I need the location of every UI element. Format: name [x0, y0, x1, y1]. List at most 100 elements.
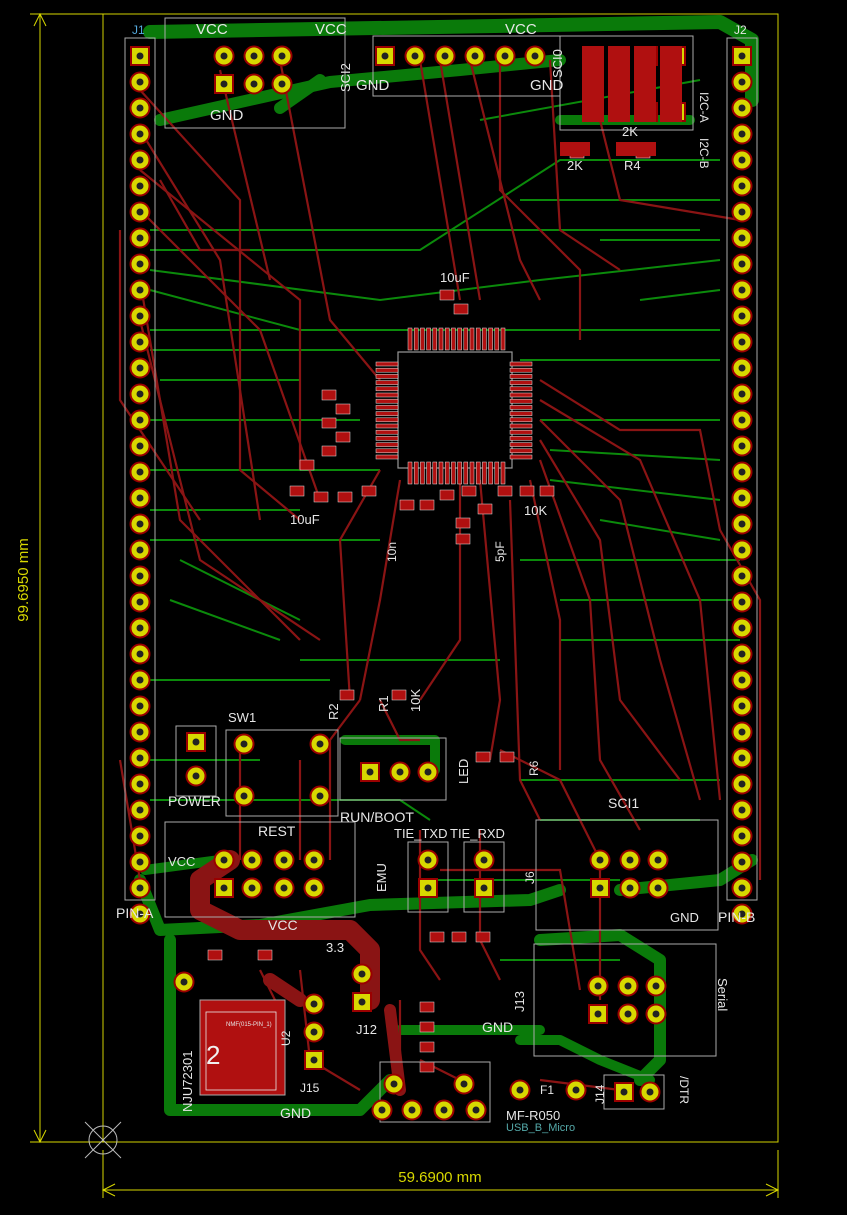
pin-b-pad-hole [738, 832, 746, 840]
pin-a-pad-hole [136, 494, 144, 502]
label-njm: NJU72301 [180, 1051, 195, 1112]
smd-passive [207, 949, 223, 961]
j12-pad-hole [358, 998, 366, 1006]
pin-a-pad-hole [136, 52, 144, 60]
smd-passive [439, 489, 455, 501]
mcu-pin-bottom [426, 461, 431, 485]
smd-passive [335, 431, 351, 443]
regulator-outline [205, 1011, 277, 1091]
smd-passive [429, 931, 445, 943]
label-serial: Serial [715, 978, 730, 1011]
smd-passive [339, 689, 355, 701]
mcu-pin-right [509, 442, 533, 447]
usb-pad-hole [378, 1106, 386, 1114]
mcu-pin-left [375, 454, 399, 460]
smd-passive [399, 499, 415, 511]
top-traces [118, 59, 762, 1092]
pin-a-pad-hole [136, 208, 144, 216]
label-vcc-bottom: VCC [268, 917, 298, 933]
mcu-pin-bottom [488, 461, 493, 485]
smd-passive [361, 485, 377, 497]
mcu-pin-top [407, 327, 413, 351]
smd-passive [455, 533, 471, 545]
smd-passive [475, 751, 491, 763]
sci1-pad-hole [596, 856, 604, 864]
mcu-pin-right [509, 374, 533, 379]
mcu-pin-right [509, 361, 533, 367]
emu-pad-hole [220, 856, 228, 864]
tie-txd-pad-hole [424, 856, 432, 864]
label-sci2: SCI2 [338, 63, 353, 92]
mcu-pin-top [475, 327, 481, 351]
pin-b-pad-hole [738, 208, 746, 216]
sw1-pad-hole [316, 740, 324, 748]
sci1-pad-hole [654, 884, 662, 892]
serial-pad-hole [594, 982, 602, 990]
sci1-outline [535, 819, 719, 931]
mcu-pin-bottom [407, 461, 413, 485]
label-j15: J15 [300, 1081, 320, 1095]
label-r2: R2 [326, 703, 341, 720]
pin-b-pad-hole [738, 468, 746, 476]
run-boot-outline [339, 737, 447, 801]
usb-outline [379, 1061, 491, 1123]
mcu-pin-top [420, 327, 425, 351]
tie-rxd-pad-hole [480, 884, 488, 892]
mcu-pin-top [413, 327, 419, 351]
label-r4: R4 [624, 158, 641, 173]
smd-passive [257, 949, 273, 961]
mcu-pin-right [509, 380, 533, 385]
pin-b-pad-hole [738, 624, 746, 632]
mcu-pin-right [509, 392, 533, 398]
power-jumper-outline [175, 725, 217, 797]
pin-a-pad-hole [136, 286, 144, 294]
label-usb: USB_B_Micro [506, 1122, 575, 1134]
pin-a-pad-hole [136, 78, 144, 86]
fuse-pad-hole [572, 1086, 580, 1094]
mcu-pin-bottom [475, 461, 481, 485]
power-pad-hole [192, 772, 200, 780]
label-pin-a: PIN-A [116, 905, 154, 921]
mcu-pin-bottom [420, 461, 425, 485]
emu-pad-hole [220, 884, 228, 892]
pin-b-pad-hole [738, 364, 746, 372]
pin-b-pad-hole [738, 182, 746, 190]
mcu-pin-left [375, 405, 399, 410]
label-led: LED [456, 759, 471, 784]
label-sci0: SCI0 [550, 49, 565, 78]
sci1-pad-hole [596, 884, 604, 892]
mcu-pin-bottom [500, 461, 506, 485]
mcu-pin-bottom [451, 461, 456, 485]
height-dimension: 99.6950 mm [15, 538, 32, 621]
pin-a-pad-hole [136, 702, 144, 710]
smd-passive [455, 517, 471, 529]
label-power: POWER [168, 793, 221, 809]
mcu-pin-bottom [444, 461, 450, 485]
label-u2: U2 [279, 1030, 293, 1046]
pin-a-pad-hole [136, 728, 144, 736]
label-i2c-a: I2C-A [697, 92, 711, 123]
label-10k: 10K [524, 503, 547, 518]
mcu-pin-left [375, 442, 399, 447]
mcu-pin-right [509, 405, 533, 410]
tie-txd-outline [407, 841, 449, 913]
label-i2c-b: I2C-B [697, 138, 711, 169]
sw1-outline [225, 729, 339, 817]
mcu-pin-bottom [432, 461, 438, 485]
sci2-pad-hole [220, 52, 228, 60]
sw1-pad-hole [240, 740, 248, 748]
origin-marker [84, 1121, 122, 1159]
sci2-pad-hole [278, 80, 286, 88]
pin-b-pad-hole [738, 650, 746, 658]
mcu-pin-bottom [494, 461, 500, 485]
mcu-pin-top [494, 327, 500, 351]
regulator-body [199, 999, 286, 1096]
pin-a-pad-hole [136, 260, 144, 268]
smd-passive [477, 503, 493, 515]
pin-a-pad-hole [136, 468, 144, 476]
bottom-traces [149, 79, 740, 961]
pin-a-pad-hole [136, 858, 144, 866]
mcu-pin-top [469, 327, 475, 351]
serial-pad-hole [652, 1010, 660, 1018]
i2c-connector-outline [559, 35, 694, 131]
